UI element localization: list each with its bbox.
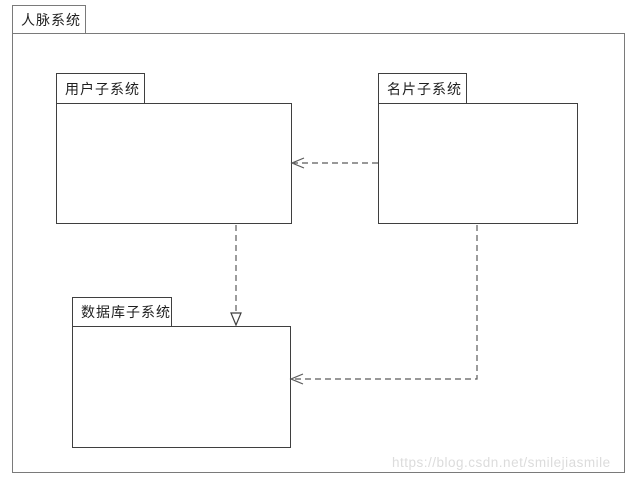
- package-card-subsystem-label: 名片子系统: [387, 80, 462, 97]
- package-user-subsystem-label: 用户子系统: [65, 80, 140, 97]
- package-card-subsystem-tab: 名片子系统: [378, 73, 467, 104]
- package-card-subsystem-body: [378, 103, 578, 224]
- package-user-subsystem-tab: 用户子系统: [56, 73, 145, 104]
- package-database-subsystem-tab: 数据库子系统: [72, 297, 172, 327]
- watermark-text: https://blog.csdn.net/smilejiasmile: [392, 455, 611, 470]
- package-root-tab: 人脉系统: [12, 5, 86, 34]
- package-user-subsystem-body: [56, 103, 292, 224]
- package-database-subsystem-body: [72, 326, 291, 448]
- package-root-body: [12, 33, 625, 473]
- package-root-label: 人脉系统: [21, 11, 81, 28]
- package-database-subsystem-label: 数据库子系统: [81, 304, 171, 320]
